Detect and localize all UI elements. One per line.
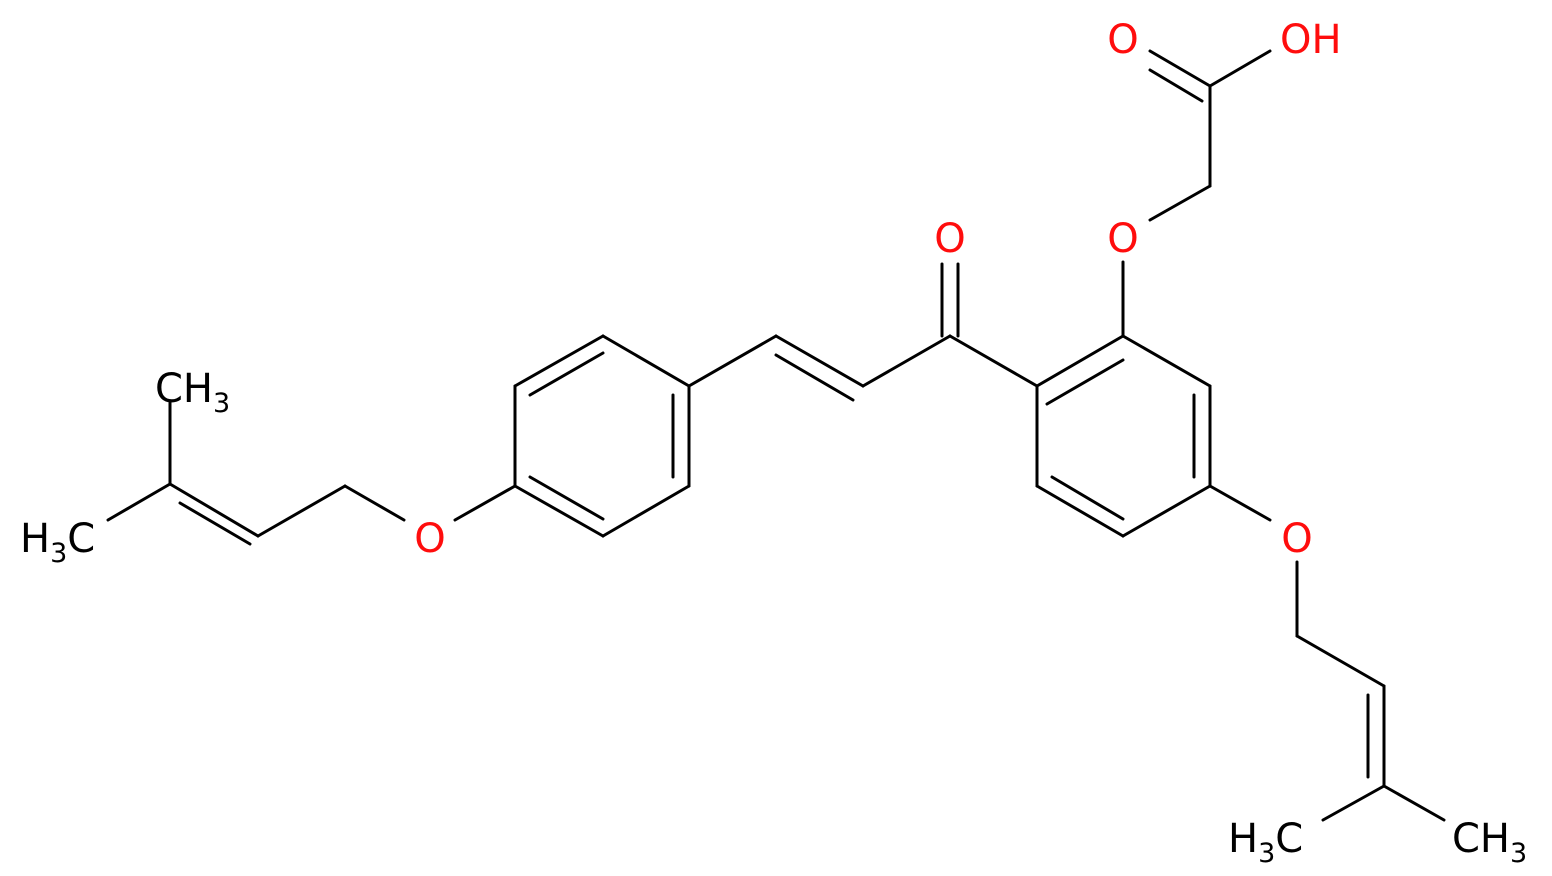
bond [513,334,605,388]
bond [774,334,865,388]
methyl-right-right-subscript: 3 [1510,838,1527,869]
methyl-left-top-label: CH3 [155,366,230,419]
bond [1050,475,1125,521]
bond [601,334,691,388]
ortho-ether-oxygen-label: O [1107,216,1138,262]
methyl-right-left-subscript: 3 [1258,838,1275,869]
bond [1148,184,1212,222]
bond [1148,49,1212,88]
bond [1208,484,1272,522]
bond [343,484,406,522]
bond [453,484,517,522]
methyl-left-bottom-label: H3C [20,516,95,569]
methyl-right-right-label: CH3 [1452,816,1527,869]
bond [513,484,605,538]
acid-hydroxyl-label: OH [1280,17,1342,63]
bond [1382,784,1446,822]
para-ether-oxygen-left-label: O [414,516,445,562]
bond [1295,634,1386,688]
bond [1321,784,1386,822]
methyl-right-right-main: CH [1452,816,1510,862]
bond [687,334,778,388]
bond [528,351,605,397]
bond [1148,68,1204,103]
bond [861,334,952,388]
methyl-right-left-tail: C [1275,816,1303,862]
methyl-left-top-main: CH [155,366,213,412]
methyl-right-left-label: H3C [1228,816,1303,869]
bond [1035,484,1125,538]
methyl-left-bottom-main: H [20,516,50,562]
bonds [106,49,1446,822]
bond [1121,334,1212,388]
bond [256,484,347,538]
carbonyl-oxygen-label: O [934,216,965,262]
bond [168,482,260,538]
bond [601,484,691,538]
acid-carbonyl-oxygen-label: O [1107,17,1138,63]
methyl-left-bottom-tail: C [67,516,95,562]
para-ether-oxygen-right-label: O [1281,516,1312,562]
bond [528,475,605,521]
bond [1121,484,1212,538]
atom-labels: O O O OH O O CH3 H3C H3C CH3 [20,17,1527,869]
bond [948,334,1039,388]
methyl-left-top-subscript: 3 [213,388,230,419]
bond [178,501,252,546]
bond [774,353,855,402]
methyl-left-bottom-subscript: 3 [50,538,67,569]
methyl-right-left-main: H [1228,816,1258,862]
bond [1045,358,1125,406]
bond [106,482,172,522]
bond [1208,49,1272,88]
bond [1035,334,1125,388]
